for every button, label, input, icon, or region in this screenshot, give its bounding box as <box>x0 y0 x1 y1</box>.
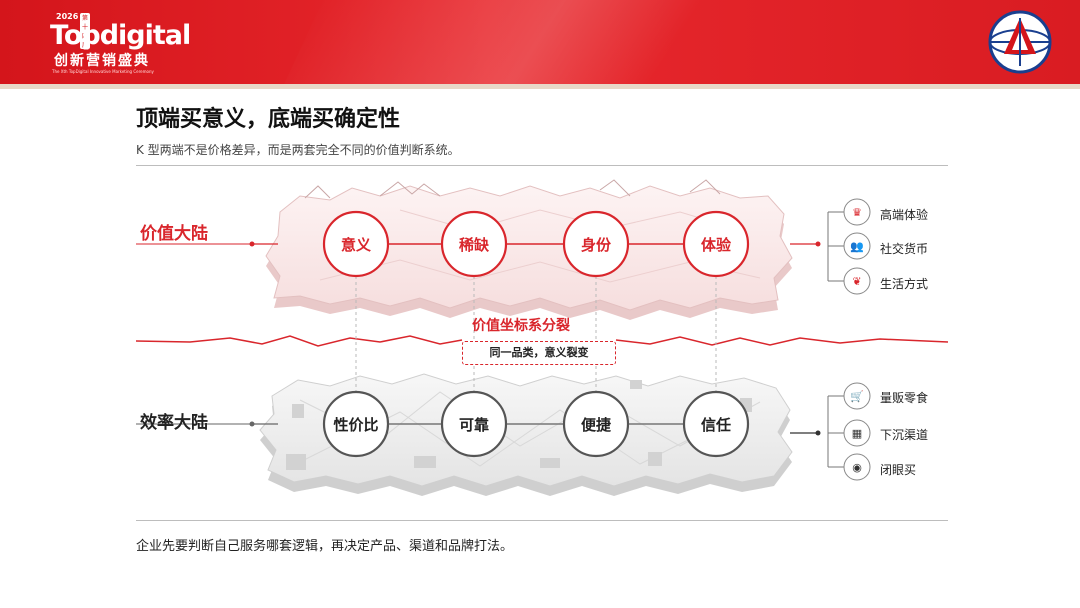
legend-top-2: 生活方式 <box>880 277 929 291</box>
legend-bottom-2: 闭眼买 <box>880 463 917 477</box>
header-divider <box>0 84 1080 89</box>
rift-title: 价值坐标系分裂 <box>472 318 570 334</box>
legend-bottom-1: 下沉渠道 <box>880 428 929 442</box>
efficiency-node-1: 可靠 <box>440 390 508 458</box>
page-subtitle: K 型两端不是价格差异，而是两套完全不同的价值判断系统。 <box>136 143 460 157</box>
value-node-0-label: 意义 <box>341 236 371 254</box>
value-continent-label: 价值大陆 <box>140 224 208 244</box>
legend-bottom-0: 量贩零食 <box>880 391 929 405</box>
logo-chinese: 创新营销盛典 <box>54 53 150 69</box>
leaf-icon <box>843 267 871 295</box>
efficiency-node-0: 性价比 <box>322 390 390 458</box>
page-title: 顶端买意义，底端买确定性 <box>136 107 401 132</box>
value-node-3-label: 体验 <box>701 236 732 254</box>
value-node-3: 体验 <box>682 210 750 278</box>
value-node-0: 意义 <box>322 210 390 278</box>
value-node-2-label: 身份 <box>581 236 612 254</box>
value-node-1-label: 稀缺 <box>459 236 490 254</box>
legend-top-1: 社交货币 <box>880 242 929 256</box>
cart-icon-glyph: 🛒 <box>850 390 864 403</box>
value-continent <box>265 179 793 320</box>
eye-icon <box>843 453 871 481</box>
crown-icon-glyph: ♛ <box>852 206 862 219</box>
store-icon <box>843 419 871 447</box>
efficiency-node-1-label: 可靠 <box>459 416 489 434</box>
people-icon <box>843 232 871 260</box>
efficiency-continent-label: 效率大陆 <box>140 413 208 433</box>
efficiency-legend-bracket-dot <box>815 430 821 436</box>
value-node-1: 稀缺 <box>440 210 508 278</box>
value-node-2: 身份 <box>562 210 630 278</box>
efficiency-node-0-label: 性价比 <box>333 416 378 434</box>
efficiency-node-3: 信任 <box>682 390 750 458</box>
value-legend-bracket-dot <box>815 241 821 247</box>
logo-subtitle: The Xth TopDigital Innovative Marketing … <box>52 69 154 74</box>
logo-year: 2026 <box>56 12 79 21</box>
eye-icon-glyph: ◉ <box>852 461 862 474</box>
bottom-rule <box>136 520 948 521</box>
top-rule <box>136 165 948 166</box>
people-icon-glyph: 👥 <box>850 240 864 253</box>
leaf-icon-glyph: ❦ <box>852 275 861 288</box>
efficiency-node-2: 便捷 <box>562 390 630 458</box>
cart-icon <box>843 382 871 410</box>
emblem-logo-icon <box>988 10 1052 74</box>
efficiency-node-3-label: 信任 <box>701 416 731 434</box>
crown-icon <box>843 198 871 226</box>
rift-note: 同一品类，意义裂变 <box>462 341 616 365</box>
footer-note: 企业先要判断自己服务哪套逻辑，再决定产品、渠道和品牌打法。 <box>136 539 514 554</box>
rift-crack <box>135 335 949 347</box>
legend-top-0: 高端体验 <box>880 208 929 222</box>
header-banner: 2026 第十四届 Topdigital 创新营销盛典 The Xth TopD… <box>0 0 1080 84</box>
logo-badge: 第十四届 <box>80 13 91 49</box>
logo-wordmark: Topdigital <box>50 20 191 51</box>
store-icon-glyph: ▦ <box>852 427 862 440</box>
efficiency-node-2-label: 便捷 <box>581 416 612 434</box>
